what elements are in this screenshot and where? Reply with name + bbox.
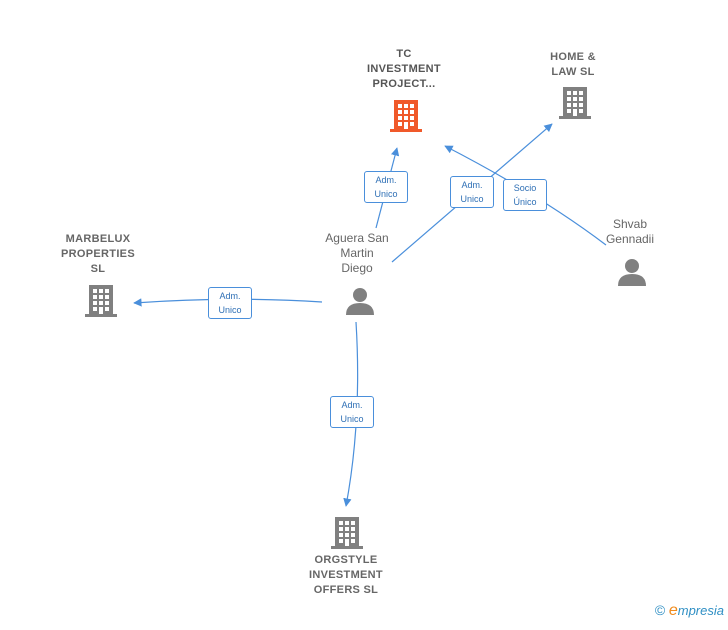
node-label-tc[interactable]: TC INVESTMENT PROJECT...: [367, 48, 441, 90]
building-icon[interactable]: [389, 98, 423, 134]
node-label-aguera[interactable]: Aguera San Martin Diego: [325, 231, 389, 275]
edge-label-aguera-tc: Adm. Unico: [364, 171, 408, 203]
node-label-shvab[interactable]: Shvab Gennadii: [605, 217, 655, 246]
node-label-home-law[interactable]: HOME & LAW SL: [550, 51, 596, 78]
brand-name: mpresia: [677, 603, 724, 618]
edge-label-shvab-tc: Socio Único: [503, 179, 547, 211]
node-label-marbelux[interactable]: MARBELUX PROPERTIES SL: [61, 233, 135, 275]
edge-label-aguera-marbelux: Adm. Unico: [208, 287, 252, 319]
edge-label-aguera-orgstyle: Adm. Unico: [330, 396, 374, 428]
building-icon[interactable]: [84, 283, 118, 319]
person-icon[interactable]: [344, 285, 376, 317]
person-icon[interactable]: [616, 256, 648, 288]
brand-e-logo: e: [668, 602, 678, 619]
copyright-symbol: ©: [654, 602, 666, 618]
building-icon[interactable]: [558, 85, 592, 121]
building-icon[interactable]: [330, 515, 364, 551]
empresia-watermark: © empresia: [655, 602, 724, 620]
node-label-orgstyle[interactable]: ORGSTYLE INVESTMENT OFFERS SL: [309, 554, 383, 596]
edge-label-aguera-home: Adm. Unico: [450, 176, 494, 208]
